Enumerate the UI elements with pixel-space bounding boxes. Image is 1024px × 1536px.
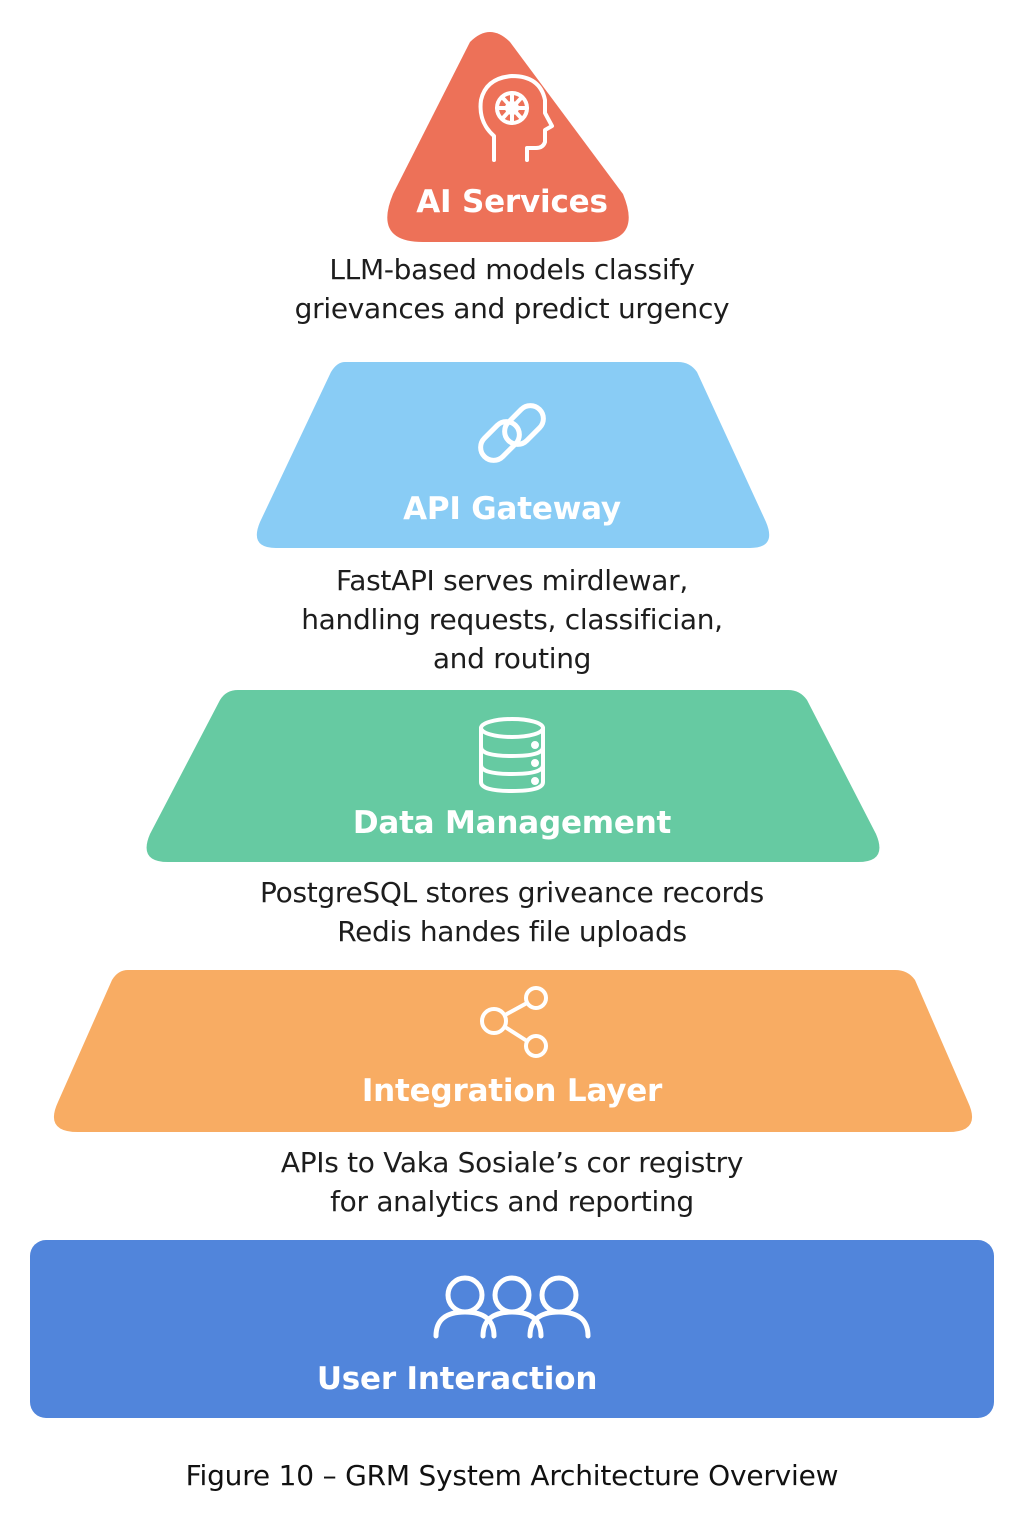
user-interaction-shape [30, 1240, 994, 1418]
integration-layer-title: Integration Layer [361, 1073, 663, 1109]
data-management-shape [146, 690, 880, 862]
integration-layer-description-line: for analytics and reporting [330, 1185, 694, 1218]
integration-layer-description: APIs to Vaka Sosiale’s cor registry for … [0, 1143, 1024, 1221]
ai-services-description-line: LLM-based models classify [329, 253, 695, 286]
data-management-description-line: Redis handes file uploads [337, 915, 687, 948]
ai-services-title: AI Services [416, 184, 608, 220]
api-gateway-shape [256, 362, 770, 548]
share-icon [480, 986, 548, 1058]
database-icon [479, 717, 545, 794]
api-gateway-description-line: FastAPI serves mirdlewar, [336, 564, 688, 597]
ai-services-description-line: grievances and predict urgency [294, 292, 730, 325]
api-gateway-description-line: and routing [432, 642, 592, 675]
ai-services-shape [387, 32, 629, 242]
data-management-description-line: PostgreSQL stores griveance records [260, 876, 764, 909]
figure-caption: Figure 10 – GRM System Architecture Over… [185, 1459, 839, 1492]
integration-layer-description-line: APIs to Vaka Sosiale’s cor registry [280, 1146, 744, 1179]
brain-head-icon [478, 74, 554, 162]
api-gateway-description-line: handling requests, classifician, [301, 603, 723, 636]
api-gateway-title: API Gateway [403, 491, 621, 527]
data-management-description: PostgreSQL stores griveance records Redi… [0, 873, 1024, 951]
api-gateway-description: FastAPI serves mirdlewar, handling reque… [0, 561, 1024, 678]
data-management-title: Data Management [352, 805, 672, 841]
ai-services-description: LLM-based models classify grievances and… [0, 250, 1024, 328]
integration-layer-shape [53, 970, 973, 1132]
user-interaction-title: User Interaction [316, 1361, 598, 1397]
link-icon [478, 403, 546, 463]
users-icon [433, 1275, 591, 1339]
